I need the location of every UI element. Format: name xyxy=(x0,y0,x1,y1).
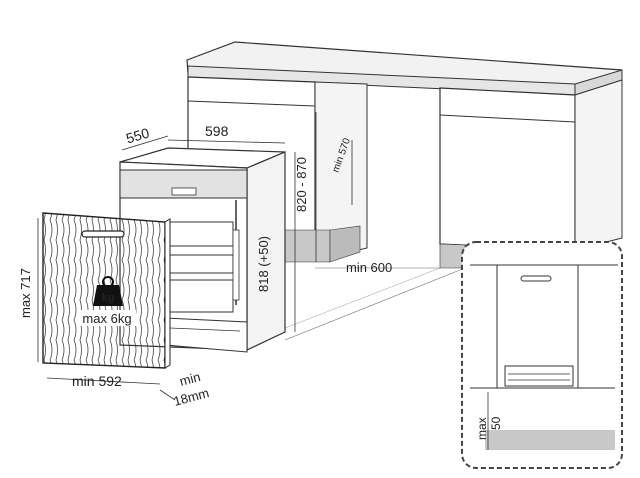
detail-plinth xyxy=(485,430,615,450)
detail-border xyxy=(461,241,623,469)
furniture-panel: kg max 6kg xyxy=(42,212,171,369)
upper-basket xyxy=(164,221,234,247)
dishwasher xyxy=(119,147,286,353)
min-opening-label: min 600 xyxy=(346,260,392,275)
svg-text:kg: kg xyxy=(102,292,115,304)
panel-edge xyxy=(164,218,171,369)
right-cabinet xyxy=(439,87,576,251)
floor-guides xyxy=(279,267,466,341)
left-cabinet-drawer-line xyxy=(187,100,316,107)
left-plinth xyxy=(284,229,331,263)
counter-height-label: 820 - 870 xyxy=(294,157,309,212)
weight-icon: kg xyxy=(93,276,123,306)
dimension-lines xyxy=(37,112,353,401)
cabinet-height-label: 818 (+50) xyxy=(256,236,271,292)
cabinet-depth-label: 550 xyxy=(124,125,151,147)
panel-thickness-label-a: min xyxy=(178,369,202,389)
right-cabinet-side xyxy=(574,79,623,251)
cabinet-width-label: 598 xyxy=(205,123,229,139)
detail-kickplate xyxy=(504,365,574,387)
control-slot xyxy=(171,187,197,196)
panel-height-label: max 717 xyxy=(18,268,33,318)
panel-weight-label: max 6kg xyxy=(82,311,131,326)
hinge xyxy=(232,229,240,301)
middle-basket xyxy=(164,254,234,274)
right-cabinet-drawer-line xyxy=(439,114,576,123)
right-plinth xyxy=(439,243,466,269)
panel-handle xyxy=(81,230,125,238)
lower-basket xyxy=(164,279,234,313)
plinth-detail-inset: max 50 xyxy=(461,241,623,469)
left-plinth-side xyxy=(329,225,361,263)
panel-width-label: min 592 xyxy=(72,373,122,389)
detail-handle xyxy=(520,275,552,282)
plinth-height-label-b: 50 xyxy=(489,416,503,430)
plinth-height-label-a: max xyxy=(475,417,489,440)
panel-thickness-label-b: 18mm xyxy=(172,385,211,409)
left-cabinet-side xyxy=(314,81,368,261)
